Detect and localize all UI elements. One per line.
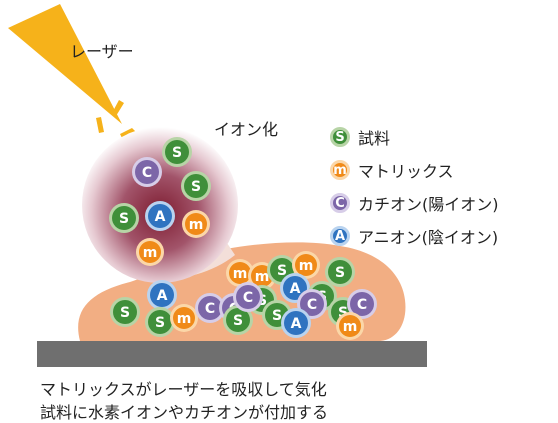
cation-particle: C: [347, 289, 377, 319]
svg-text:m: m: [255, 269, 270, 285]
caption-line-1: マトリックスがレーザーを吸収して気化: [40, 380, 327, 399]
svg-text:m: m: [143, 245, 158, 261]
matrix-particle: m: [136, 238, 164, 266]
svg-text:m: m: [177, 311, 192, 327]
svg-text:C: C: [307, 297, 317, 313]
anion-particle: A: [147, 280, 177, 310]
anion-particle: A: [145, 201, 175, 231]
svg-text:m: m: [233, 266, 248, 282]
svg-text:C: C: [205, 301, 215, 317]
laser-label: レーザー: [70, 42, 134, 61]
svg-text:S: S: [191, 179, 201, 195]
svg-text:C: C: [243, 290, 253, 306]
svg-text:A: A: [155, 209, 166, 225]
svg-text:C: C: [142, 165, 152, 181]
ionization-label: イオン化: [214, 120, 279, 139]
sample-particle: S: [223, 305, 253, 335]
sample-particle: S: [109, 203, 139, 233]
legend-item-anion: A アニオン(陰イオン): [330, 224, 498, 248]
matrix-particle: m: [182, 210, 210, 238]
legend-item-matrix: m マトリックス: [330, 158, 454, 182]
legend-label-cation: カチオン(陽イオン): [358, 195, 499, 214]
anion-particle: A: [281, 308, 311, 338]
svg-text:S: S: [155, 315, 165, 331]
legend-label-sample: 試料: [358, 129, 391, 148]
svg-text:S: S: [272, 308, 282, 324]
svg-text:S: S: [338, 305, 348, 321]
svg-text:S: S: [119, 211, 129, 227]
matrix-particle: m: [292, 251, 320, 279]
cation-particle: C: [233, 282, 263, 312]
svg-text:m: m: [299, 258, 314, 274]
sample-particle: S: [145, 307, 175, 337]
cation-particle: C: [132, 157, 162, 187]
substrate-plate: [37, 341, 427, 367]
laser-sparks: [96, 100, 136, 138]
svg-text:A: A: [290, 281, 301, 297]
svg-text:C: C: [357, 297, 367, 313]
svg-text:S: S: [120, 305, 130, 321]
particles-layer: SCSSAmmmmSmSSASCASSmCCSCSASCm: [109, 137, 377, 340]
caption-line-2: 試料に水素イオンやカチオンが付加する: [40, 403, 329, 422]
matrix-particle: m: [336, 312, 364, 340]
anion-icon: A: [330, 226, 350, 246]
svg-text:m: m: [189, 217, 204, 233]
legend-label-anion: アニオン(陰イオン): [358, 228, 499, 247]
svg-text:S: S: [277, 263, 287, 279]
svg-text:S: S: [233, 313, 243, 329]
svg-text:S: S: [172, 145, 182, 161]
sample-particle: S: [162, 137, 192, 167]
cation-particle: C: [195, 293, 225, 323]
svg-text:A: A: [291, 316, 302, 332]
legend-label-matrix: マトリックス: [358, 162, 454, 181]
sample-particle: S: [325, 257, 355, 287]
svg-text:m: m: [343, 319, 358, 335]
laser-beam: [8, 4, 122, 124]
matrix-particle: m: [226, 259, 254, 287]
sample-particle: S: [110, 297, 140, 327]
legend-item-sample: S 試料: [330, 125, 390, 149]
matrix-icon: m: [330, 160, 350, 180]
sample-icon: S: [330, 127, 350, 147]
svg-text:A: A: [157, 288, 168, 304]
matrix-particle: m: [170, 304, 198, 332]
legend-item-cation: C カチオン(陽イオン): [330, 191, 499, 215]
svg-text:S: S: [335, 265, 345, 281]
sample-particle: S: [181, 171, 211, 201]
cation-icon: C: [330, 193, 350, 213]
